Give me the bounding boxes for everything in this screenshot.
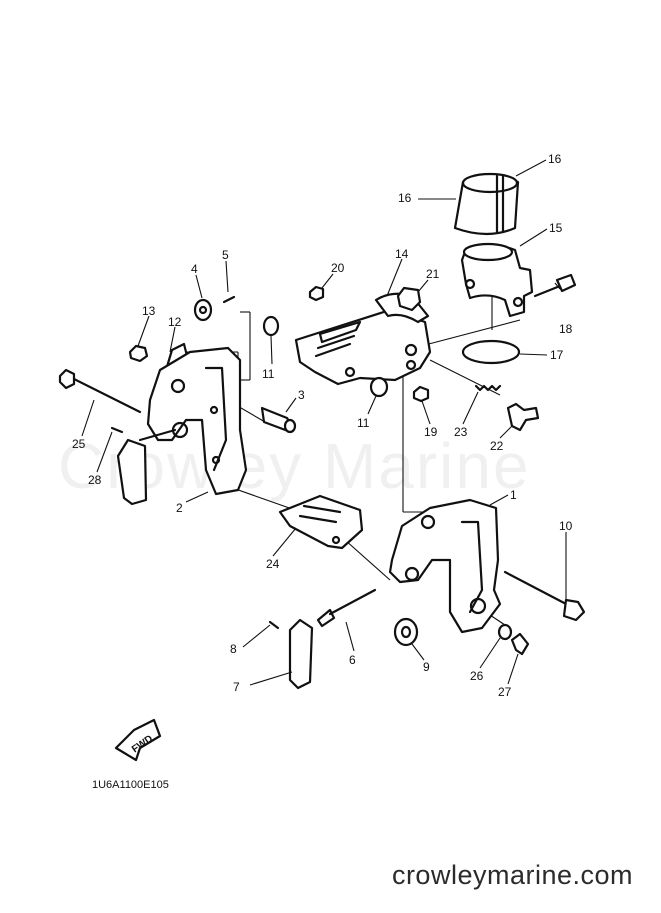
part-28-pin	[110, 426, 124, 434]
callout-4: 4	[191, 262, 198, 276]
site-url: crowleymarine.com	[391, 860, 633, 890]
part-1-clamp-bracket	[388, 498, 502, 634]
callout-19: 19	[424, 425, 438, 439]
part-26-washer	[497, 623, 513, 641]
callout-10: 10	[559, 519, 573, 533]
callout-16-right: 16	[548, 152, 562, 166]
callout-5: 5	[222, 248, 229, 262]
part-20-nut	[308, 285, 325, 302]
part-21-stopper	[396, 286, 422, 312]
part-8-pin	[268, 620, 280, 630]
callout-18: 18	[559, 322, 573, 336]
part-27-wing-nut	[510, 632, 530, 656]
callout-17: 17	[550, 348, 564, 362]
fwd-arrow-icon: FWD	[114, 718, 162, 762]
callout-leaders	[81, 159, 567, 686]
part-10-bolt	[503, 570, 586, 622]
callout-27: 27	[498, 685, 512, 699]
part-15-clamp-sleeve	[460, 242, 534, 318]
part-18-bolt	[533, 273, 577, 298]
callout-24: 24	[266, 557, 280, 571]
part-6-screw	[316, 588, 377, 628]
clamp-screw-handle	[116, 428, 177, 506]
part-25-bolt	[58, 368, 142, 414]
callout-1: 1	[510, 488, 517, 502]
callout-13: 13	[142, 304, 156, 318]
part-19-nut	[412, 385, 430, 403]
part-17-o-ring	[461, 339, 521, 365]
part-4-bushing	[193, 298, 213, 322]
part-22-wing-bolt	[506, 402, 540, 432]
callout-2: 2	[176, 501, 183, 515]
diagram-code: 1U6A1100E105	[92, 779, 169, 791]
part-11-washer-upper	[262, 315, 280, 337]
part-5-pin	[222, 295, 236, 304]
callout-14: 14	[395, 247, 409, 261]
callout-20: 20	[331, 261, 345, 275]
callout-15: 15	[549, 221, 563, 235]
callout-23: 23	[454, 425, 468, 439]
callout-26: 26	[470, 669, 484, 683]
callout-16-left: 16	[398, 191, 412, 205]
part-11-washer-lower	[369, 376, 389, 398]
part-13-nut	[128, 344, 149, 363]
callout-22: 22	[490, 439, 504, 453]
part-24-tilt-support	[278, 494, 364, 550]
callout-numbers: 1 2 3 4 5 6 7 8 9 10 11 11 12 13 14 15 1…	[72, 152, 573, 699]
part-3-shaft	[260, 406, 297, 434]
callout-28: 28	[88, 473, 102, 487]
callout-9: 9	[423, 660, 430, 674]
callout-7: 7	[233, 680, 240, 694]
part-7-handle	[288, 618, 314, 690]
callout-12: 12	[168, 315, 182, 329]
callout-8: 8	[230, 642, 237, 656]
callout-3: 3	[298, 388, 305, 402]
callout-11-lower: 11	[357, 416, 370, 430]
callout-25: 25	[72, 437, 86, 451]
callout-6: 6	[349, 653, 356, 667]
part-9-pad	[393, 617, 419, 647]
part-23-spring	[474, 384, 502, 392]
callout-21: 21	[426, 267, 440, 281]
part-2-clamp-bracket	[146, 346, 248, 496]
part-16-bushing	[453, 172, 520, 236]
callout-11-upper: 11	[262, 367, 275, 381]
